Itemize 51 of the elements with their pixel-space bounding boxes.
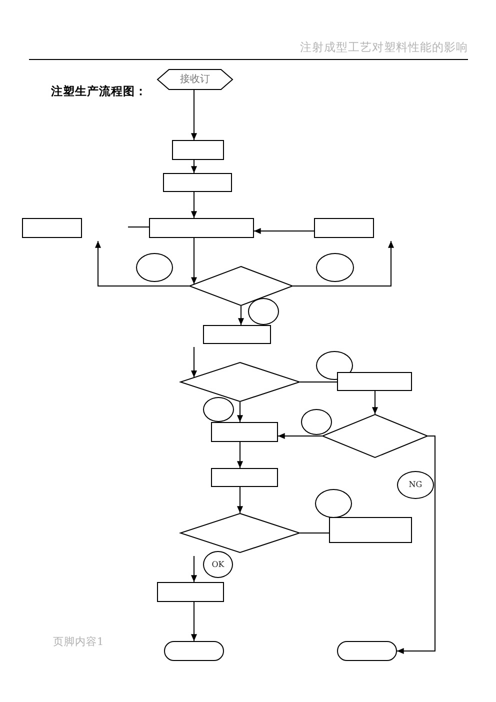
page-footer: 页脚内容1	[53, 636, 104, 649]
connector-circle	[315, 489, 352, 518]
process-box	[163, 173, 232, 192]
connector-line	[300, 532, 330, 534]
arrow	[292, 240, 394, 286]
arrow	[237, 402, 243, 422]
process-box	[211, 468, 278, 487]
process-box	[149, 218, 254, 238]
diagram-title: 注塑生产流程图：	[51, 85, 147, 99]
process-box	[314, 218, 374, 238]
node-label: OK	[212, 560, 224, 568]
arrow	[278, 433, 322, 439]
decision-diamond	[180, 513, 300, 553]
page-header: 注射成型工艺对塑料性能的影响	[300, 41, 468, 55]
arrow	[191, 192, 197, 218]
node-label: NG	[408, 481, 422, 489]
process-box	[172, 140, 224, 160]
process-box	[337, 372, 412, 391]
arrow	[191, 346, 197, 378]
decision-diamond	[180, 362, 300, 402]
connector-circle	[301, 409, 332, 435]
process-box	[157, 582, 224, 602]
process-box	[203, 325, 271, 344]
connector-circle	[136, 253, 173, 282]
arrow	[191, 238, 197, 285]
decision-diamond	[322, 414, 428, 458]
node-label: 接收订	[180, 74, 210, 84]
arrow	[254, 228, 314, 234]
decision-diamond	[189, 266, 293, 306]
arrow	[237, 486, 243, 514]
arrow	[191, 160, 197, 174]
process-box	[211, 422, 278, 442]
arrow	[396, 436, 436, 654]
arrow	[95, 240, 190, 286]
connector-circle	[248, 298, 279, 325]
arrow	[238, 306, 244, 326]
arrow	[237, 442, 243, 468]
arrow	[191, 90, 197, 140]
connector-line	[128, 226, 150, 228]
connector-circle	[203, 397, 234, 422]
arrow	[191, 602, 197, 642]
connector-circle	[203, 551, 233, 578]
arrow	[372, 390, 378, 414]
arrow	[191, 556, 197, 582]
terminal-capsule	[337, 641, 397, 661]
process-box	[22, 218, 82, 238]
connector-circle	[316, 253, 354, 282]
preparation-hexagon	[157, 69, 233, 90]
process-box	[329, 517, 412, 543]
terminal-capsule	[164, 641, 224, 661]
connector-circle	[397, 471, 434, 499]
